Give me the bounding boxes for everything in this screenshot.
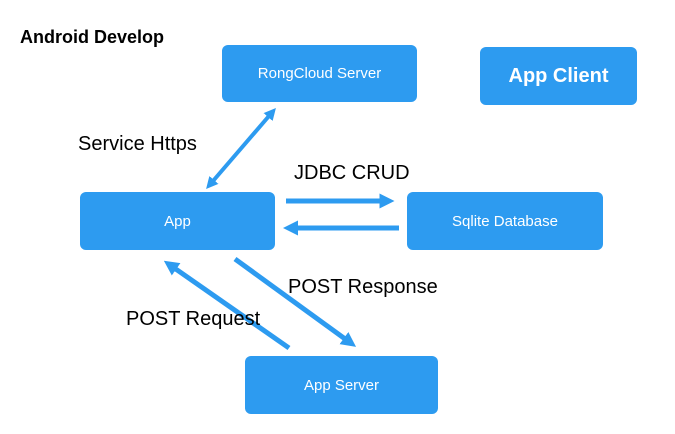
node-app-client: App Client xyxy=(480,47,637,105)
node-sqlite-database: Sqlite Database xyxy=(407,192,603,250)
edge-label-service-https: Service Https xyxy=(78,133,197,155)
node-app-label: App xyxy=(164,212,191,230)
edge-label-post-request: POST Request xyxy=(126,308,261,330)
arrow-post-response xyxy=(233,256,357,347)
diagram-title: Android Develop xyxy=(20,27,165,47)
node-app-server: App Server xyxy=(245,356,438,414)
node-app-server-label: App Server xyxy=(303,376,380,394)
edge-label-jdbc-crud: JDBC CRUD xyxy=(294,162,410,184)
node-rongcloud-server-label: RongCloud Server xyxy=(257,65,382,82)
node-rongcloud-server: RongCloud Server xyxy=(222,45,417,102)
node-app: App xyxy=(80,192,275,250)
node-sqlite-database-label: Sqlite Database xyxy=(452,212,558,230)
arrow-post-request xyxy=(163,260,291,351)
node-app-client-label: App Client xyxy=(508,64,609,87)
edge-label-post-response: POST Response xyxy=(288,276,438,298)
arrow-service-https xyxy=(206,107,276,190)
